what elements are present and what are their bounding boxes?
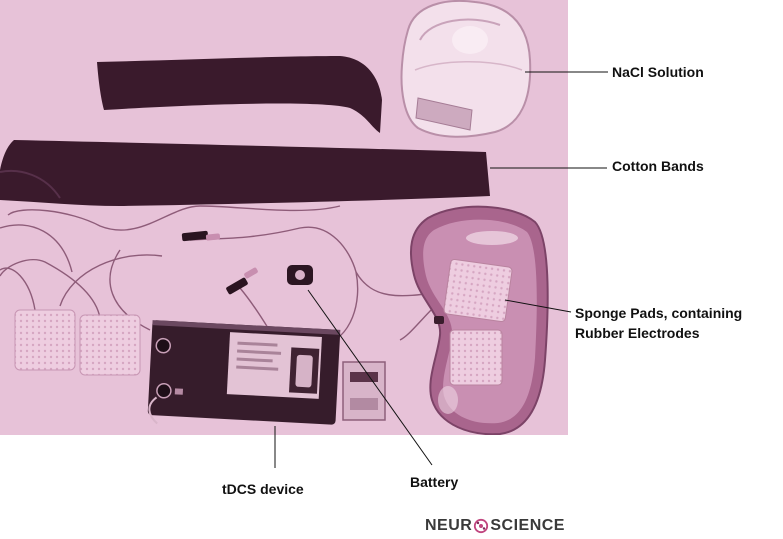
logo-text-part2: SCIENCE bbox=[490, 517, 565, 534]
alligator-clips bbox=[181, 230, 258, 295]
label-tdcs-device: tDCS device bbox=[222, 481, 304, 497]
label-sponge-pads-line2: Rubber Electrodes bbox=[575, 325, 700, 341]
sponge-pads-left bbox=[14, 309, 141, 376]
cotton-band-upper bbox=[97, 56, 382, 133]
cotton-band-lower bbox=[0, 140, 490, 206]
electrode-wires bbox=[0, 205, 446, 347]
nacl-bottle bbox=[400, 0, 532, 138]
callout-line-battery bbox=[307, 289, 433, 466]
neuroscience-logo: NEUR SCIENCE bbox=[425, 516, 565, 536]
label-battery: Battery bbox=[410, 474, 459, 490]
molecule-icon bbox=[474, 518, 489, 534]
device-knob-icon bbox=[155, 337, 172, 354]
equipment-photo bbox=[0, 0, 568, 435]
logo-text-part1: NEUR bbox=[425, 517, 473, 534]
label-sponge-pads-line1: Sponge Pads, containing bbox=[575, 305, 743, 321]
battery-holder bbox=[342, 361, 386, 421]
callout-line-sponge bbox=[504, 299, 572, 313]
sponge-pads-in-dish bbox=[434, 258, 513, 386]
battery bbox=[287, 265, 313, 285]
callout-lines bbox=[274, 71, 608, 468]
label-nacl-solution: NaCl Solution bbox=[612, 64, 704, 80]
device-knob-icon bbox=[156, 383, 172, 399]
label-cotton-bands: Cotton Bands bbox=[612, 158, 704, 174]
tdcs-device bbox=[147, 320, 341, 425]
